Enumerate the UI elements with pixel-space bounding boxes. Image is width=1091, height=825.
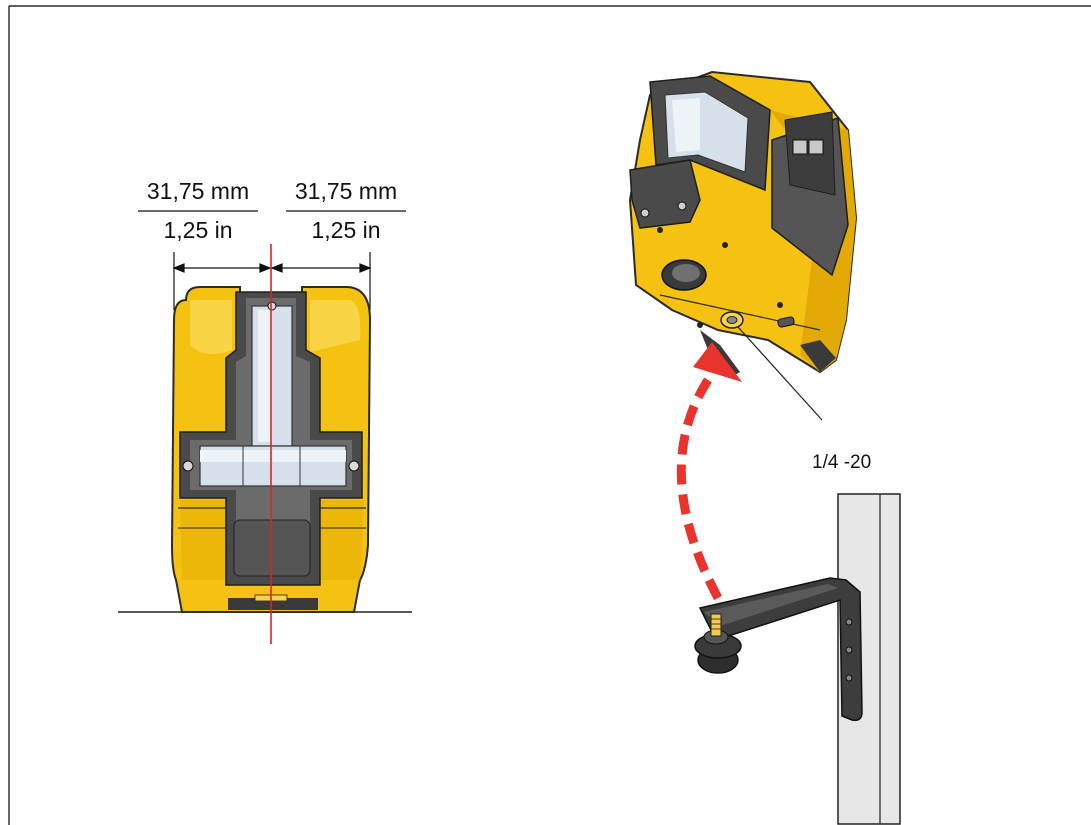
front-view-group: 31,75 mm 1,25 in 31,75 mm 1,25 in — [118, 178, 412, 644]
dashed-curved-arrow-icon — [676, 342, 742, 601]
right-dimension-metric: 31,75 mm — [295, 178, 397, 204]
right-dimension-imperial: 1,25 in — [311, 217, 380, 243]
bottom-view-group: 1/4 -20 — [628, 70, 901, 825]
left-dimension-metric: 31,75 mm — [147, 178, 249, 204]
left-dimension-imperial: 1,25 in — [163, 217, 232, 243]
dimension-line — [172, 252, 372, 310]
laser-level-bottom-view-icon — [628, 70, 858, 378]
callout-leader-line — [737, 326, 823, 421]
thread-size-label: 1/4 -20 — [812, 452, 871, 473]
wall-mount-bracket-icon — [694, 577, 863, 722]
